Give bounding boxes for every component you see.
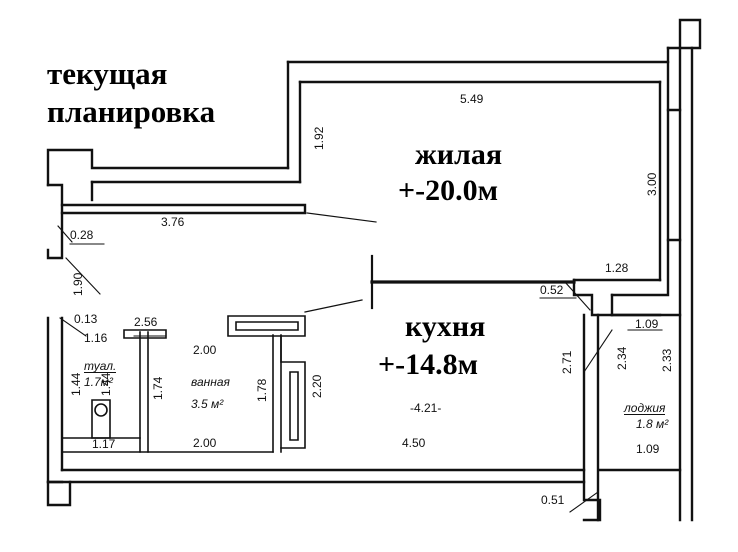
room-living-name: жилая (415, 138, 503, 171)
dim-1-16: 1.16 (84, 331, 108, 345)
dim-1-74: 1.74 (151, 376, 165, 400)
dim-2-34: 2.34 (615, 346, 629, 370)
room-loggia-area: 1.8 м² (636, 417, 669, 431)
outer-walls (46, 18, 702, 522)
dim-1-17: 1.17 (92, 437, 116, 451)
dim-1-78: 1.78 (255, 378, 269, 402)
plan-title-line1: текущая (47, 56, 168, 91)
dim-1-28: 1.28 (605, 261, 629, 275)
dim-1-09-top: 1.09 (635, 317, 659, 331)
room-kitchen-name: кухня (405, 310, 486, 343)
dim-2-00-bottom: 2.00 (193, 436, 217, 450)
dim-1-92: 1.92 (312, 126, 326, 150)
plan-title-line2: планировка (47, 94, 216, 129)
dim-2-20: 2.20 (310, 374, 324, 398)
inner-partitions (61, 315, 306, 453)
dim-0-51: 0.51 (541, 493, 565, 507)
room-bath-area: 3.5 м² (191, 397, 224, 411)
room-living-area: +-20.0м (398, 174, 499, 207)
dim-0-28: 0.28 (70, 228, 94, 242)
dim-3-00: 3.00 (645, 172, 659, 196)
dim-0-13: 0.13 (74, 312, 98, 326)
dim-1-09-bottom: 1.09 (636, 442, 660, 456)
room-kitchen-area: +-14.8м (378, 348, 479, 381)
dim-2-00-top: 2.00 (193, 343, 217, 357)
room-toilet-area: 1.7м² (84, 375, 113, 389)
dim-1-44-b: 1.44 (99, 372, 113, 396)
dim-1-90: 1.90 (71, 272, 85, 296)
dim-1-44-a: 1.44 (69, 372, 83, 396)
dim-2-33: 2.33 (660, 348, 674, 372)
dim-2-56: 2.56 (134, 315, 158, 329)
dim-5-49: 5.49 (460, 92, 484, 106)
dim-4-21: -4.21- (410, 401, 442, 415)
dim-4-50: 4.50 (402, 436, 426, 450)
room-bath-name: ванная (191, 375, 230, 389)
dim-2-71: 2.71 (560, 350, 574, 374)
dim-3-76: 3.76 (161, 215, 185, 229)
room-toilet-name: туал. (84, 359, 117, 373)
room-loggia-name: лоджия (624, 401, 666, 415)
dim-0-52: 0.52 (540, 283, 564, 297)
